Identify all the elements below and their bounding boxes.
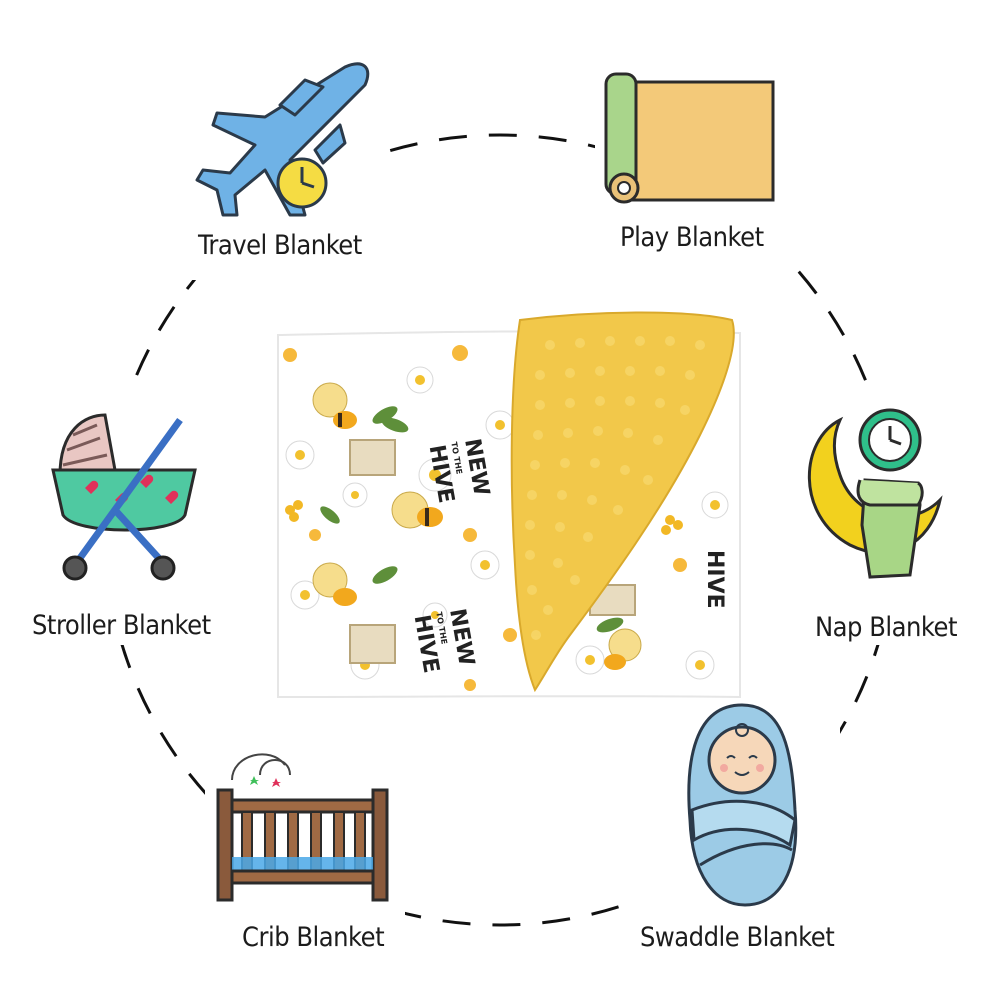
- label-stroller-blanket: Stroller Blanket: [32, 610, 211, 641]
- airplane-clock-icon: [195, 62, 370, 217]
- label-swaddle-blanket: Swaddle Blanket: [640, 922, 835, 953]
- swaddled-baby-icon: [687, 703, 798, 907]
- label-nap-blanket: Nap Blanket: [815, 612, 957, 643]
- minky-dots: [525, 336, 705, 640]
- label-crib-blanket: Crib Blanket: [242, 922, 385, 953]
- bee-motif: [312, 382, 642, 670]
- stroller-icon: [51, 413, 197, 581]
- rolled-mat-icon: [604, 72, 775, 204]
- moon-clock-icon: [807, 408, 943, 579]
- bee-blanket-image: NEW TO THE HIVE NEW TO THE HIVE HIVE: [277, 311, 741, 699]
- print-text-edge-hive: HIVE: [702, 550, 727, 609]
- label-travel-blanket: Travel Blanket: [198, 230, 362, 261]
- label-play-blanket: Play Blanket: [620, 222, 764, 253]
- crib-mobile-icon: [216, 753, 389, 902]
